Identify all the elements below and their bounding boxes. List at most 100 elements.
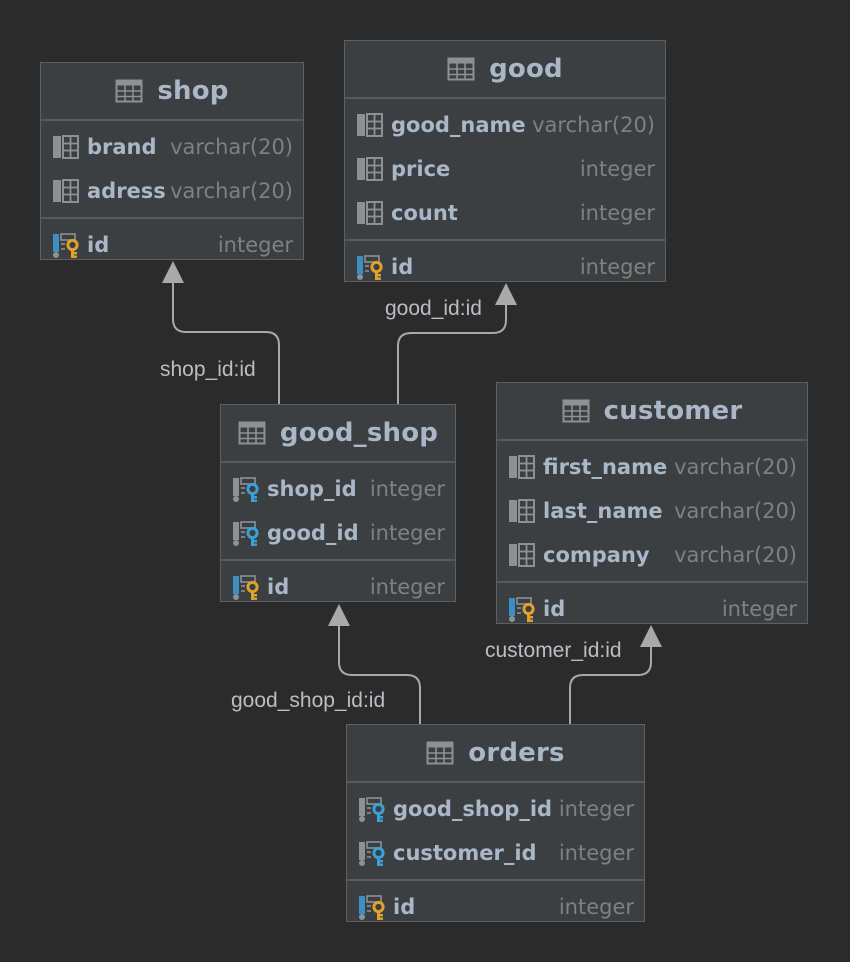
column-type: integer <box>579 157 655 181</box>
relation-label-shop-id: shop_id:id <box>160 358 256 381</box>
column-type: varchar(20) <box>674 455 797 479</box>
table-header[interactable]: good <box>345 41 665 99</box>
arrowhead-to-good <box>495 283 517 305</box>
column-name: company <box>543 543 650 567</box>
table-customer[interactable]: customer first_name varchar(20) last_nam… <box>496 382 808 624</box>
column-name: good_id <box>267 521 359 545</box>
column-name: id <box>543 597 566 621</box>
column-name: id <box>267 575 290 599</box>
table-title: customer <box>603 396 743 426</box>
foreign-key-icon <box>231 519 261 547</box>
column-type: varchar(20) <box>674 499 797 523</box>
column-type: integer <box>217 233 293 257</box>
foreign-key-icon <box>357 795 387 823</box>
column-type: integer <box>558 797 634 821</box>
table-shop[interactable]: shop brand varchar(20) adress varchar(20… <box>40 62 304 260</box>
foreign-key-row[interactable]: customer_id integer <box>347 831 644 875</box>
foreign-key-icon <box>357 839 387 867</box>
column-type: integer <box>369 521 445 545</box>
primary-key-row[interactable]: id integer <box>497 587 807 631</box>
column-type: varchar(20) <box>532 113 655 137</box>
column-icon <box>507 453 537 481</box>
table-orders[interactable]: orders good_shop_id integer customer_id … <box>346 724 645 922</box>
column-icon <box>355 111 385 139</box>
primary-key-row[interactable]: id integer <box>347 885 644 929</box>
table-header[interactable]: good_shop <box>221 405 455 463</box>
column-row[interactable]: price integer <box>345 147 665 191</box>
column-type: varchar(20) <box>674 543 797 567</box>
column-icon <box>51 177 81 205</box>
column-type: integer <box>558 895 634 919</box>
column-icon <box>507 541 537 569</box>
relation-line-good-shop-to-shop <box>172 280 280 405</box>
table-icon <box>426 741 454 765</box>
arrowhead-to-good-shop <box>328 604 350 626</box>
table-header[interactable]: customer <box>497 383 807 441</box>
column-name: first_name <box>543 455 668 479</box>
column-row[interactable]: first_name varchar(20) <box>497 445 807 489</box>
primary-key-row[interactable]: id integer <box>41 223 303 267</box>
column-type: integer <box>579 201 655 225</box>
arrowhead-to-shop <box>162 261 184 283</box>
column-row[interactable]: good_name varchar(20) <box>345 103 665 147</box>
table-icon <box>562 399 590 423</box>
column-name: adress <box>87 179 166 203</box>
relation-label-good-shop-id: good_shop_id:id <box>231 689 386 712</box>
relation-label-good-id: good_id:id <box>385 297 482 320</box>
column-name: id <box>393 895 416 919</box>
table-title: orders <box>468 738 565 768</box>
column-name: shop_id <box>267 477 357 501</box>
arrowhead-to-customer <box>640 625 662 647</box>
column-icon <box>51 133 81 161</box>
column-type: integer <box>369 477 445 501</box>
column-icon <box>507 497 537 525</box>
column-type: integer <box>558 841 634 865</box>
primary-key-icon <box>51 231 81 259</box>
column-name: count <box>391 201 458 225</box>
column-name: id <box>391 255 414 279</box>
table-title: shop <box>157 76 229 106</box>
table-icon <box>238 421 266 445</box>
primary-key-row[interactable]: id integer <box>221 565 455 609</box>
table-header[interactable]: shop <box>41 63 303 121</box>
column-row[interactable]: adress varchar(20) <box>41 169 303 213</box>
column-name: good_name <box>391 113 526 137</box>
column-name: last_name <box>543 499 663 523</box>
foreign-key-row[interactable]: good_shop_id integer <box>347 787 644 831</box>
foreign-key-icon <box>231 475 261 503</box>
column-row[interactable]: last_name varchar(20) <box>497 489 807 533</box>
column-name: brand <box>87 135 157 159</box>
column-row[interactable]: brand varchar(20) <box>41 125 303 169</box>
foreign-key-row[interactable]: shop_id integer <box>221 467 455 511</box>
relation-line-orders-to-customer <box>569 646 652 724</box>
column-name: customer_id <box>393 841 537 865</box>
column-icon <box>355 199 385 227</box>
column-icon <box>355 155 385 183</box>
column-type: integer <box>579 255 655 279</box>
column-type: integer <box>369 575 445 599</box>
table-header[interactable]: orders <box>347 725 644 783</box>
table-good[interactable]: good good_name varchar(20) price integer… <box>344 40 666 282</box>
primary-key-icon <box>231 573 261 601</box>
column-row[interactable]: company varchar(20) <box>497 533 807 577</box>
table-icon <box>115 79 143 103</box>
table-title: good <box>489 54 563 84</box>
column-name: good_shop_id <box>393 797 553 821</box>
table-title: good_shop <box>279 418 439 448</box>
relation-line-good-shop-to-good <box>397 304 507 405</box>
table-good-shop[interactable]: good_shop shop_id integer good_id intege… <box>220 404 456 602</box>
primary-key-icon <box>355 253 385 281</box>
foreign-key-row[interactable]: good_id integer <box>221 511 455 555</box>
column-row[interactable]: count integer <box>345 191 665 235</box>
column-type: varchar(20) <box>170 179 293 203</box>
table-icon <box>447 57 475 81</box>
primary-key-icon <box>507 595 537 623</box>
column-type: integer <box>721 597 797 621</box>
relation-label-customer-id: customer_id:id <box>485 639 622 662</box>
primary-key-icon <box>357 893 387 921</box>
column-type: varchar(20) <box>170 135 293 159</box>
column-name: price <box>391 157 451 181</box>
primary-key-row[interactable]: id integer <box>345 245 665 289</box>
relation-line-orders-to-good-shop <box>338 624 421 724</box>
